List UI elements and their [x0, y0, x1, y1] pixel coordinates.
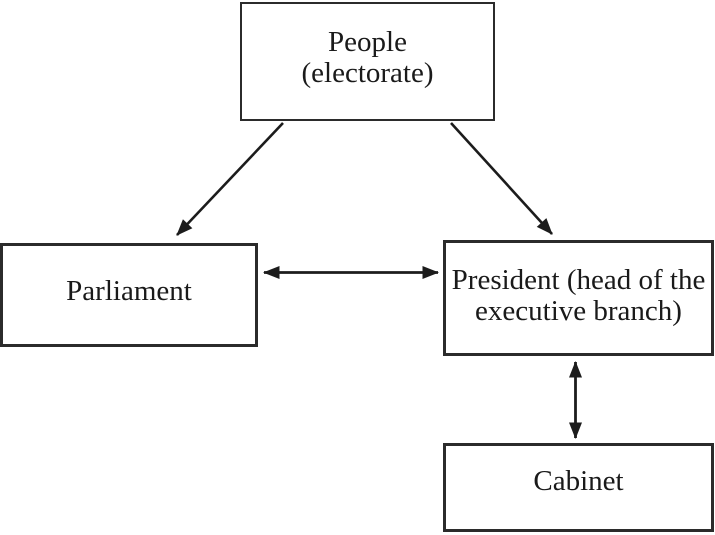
node-president-label-line1: President (head of the [451, 264, 706, 296]
node-parliament: Parliament [0, 243, 258, 347]
node-people-label-line2: (electorate) [301, 56, 434, 89]
node-cabinet-label: Cabinet [533, 465, 624, 497]
node-president: President (head of the executive branch) [443, 240, 714, 356]
arrow-people-to-president-icon [450, 122, 553, 235]
node-parliament-label: Parliament [66, 274, 192, 307]
node-cabinet: Cabinet [443, 443, 714, 532]
node-people: People (electorate) [240, 2, 495, 121]
arrow-people-to-parliament-icon [176, 122, 284, 236]
node-president-label-line2: executive branch) [475, 295, 682, 327]
node-people-label-line1: People [328, 25, 407, 58]
